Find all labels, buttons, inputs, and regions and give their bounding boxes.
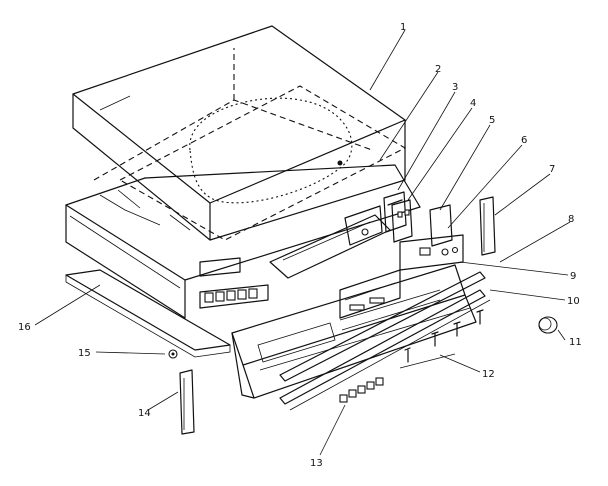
callout-4: 4: [470, 98, 476, 109]
control-knob: [538, 316, 558, 334]
callout-labels: 1 2 3 4 5 6 7 8 9 10 11 12 13 14 15 16: [18, 22, 582, 469]
callout-7: 7: [549, 164, 555, 175]
trim-rail-9: [279, 271, 486, 382]
callout-16: 16: [18, 322, 31, 333]
callout-6: 6: [521, 135, 527, 146]
front-panel: [339, 234, 464, 319]
leader-lines: [34, 29, 571, 456]
rubber-foot: [168, 349, 178, 359]
dust-cover: [72, 25, 406, 241]
trim-rail-10: [279, 289, 491, 411]
side-brackets: [383, 191, 453, 247]
callout-2: 2: [435, 64, 441, 75]
button-cluster: [339, 377, 384, 403]
base-plate: [65, 269, 231, 358]
platter-gasket: [118, 85, 407, 241]
front-bezel: [231, 264, 477, 399]
end-cap-right: [479, 196, 496, 256]
callout-5: 5: [489, 115, 495, 126]
callout-14: 14: [138, 408, 151, 419]
callout-3: 3: [452, 82, 458, 93]
callout-13: 13: [310, 458, 323, 469]
end-cap-left: [179, 369, 195, 435]
callout-11: 11: [569, 337, 582, 348]
callout-8: 8: [568, 214, 574, 225]
callout-1: 1: [400, 22, 406, 33]
callout-15: 15: [78, 348, 91, 359]
screws: [399, 309, 484, 369]
cabinet-body: [65, 164, 421, 319]
callout-10: 10: [567, 296, 580, 307]
callout-12: 12: [482, 369, 495, 380]
callout-9: 9: [570, 271, 576, 282]
